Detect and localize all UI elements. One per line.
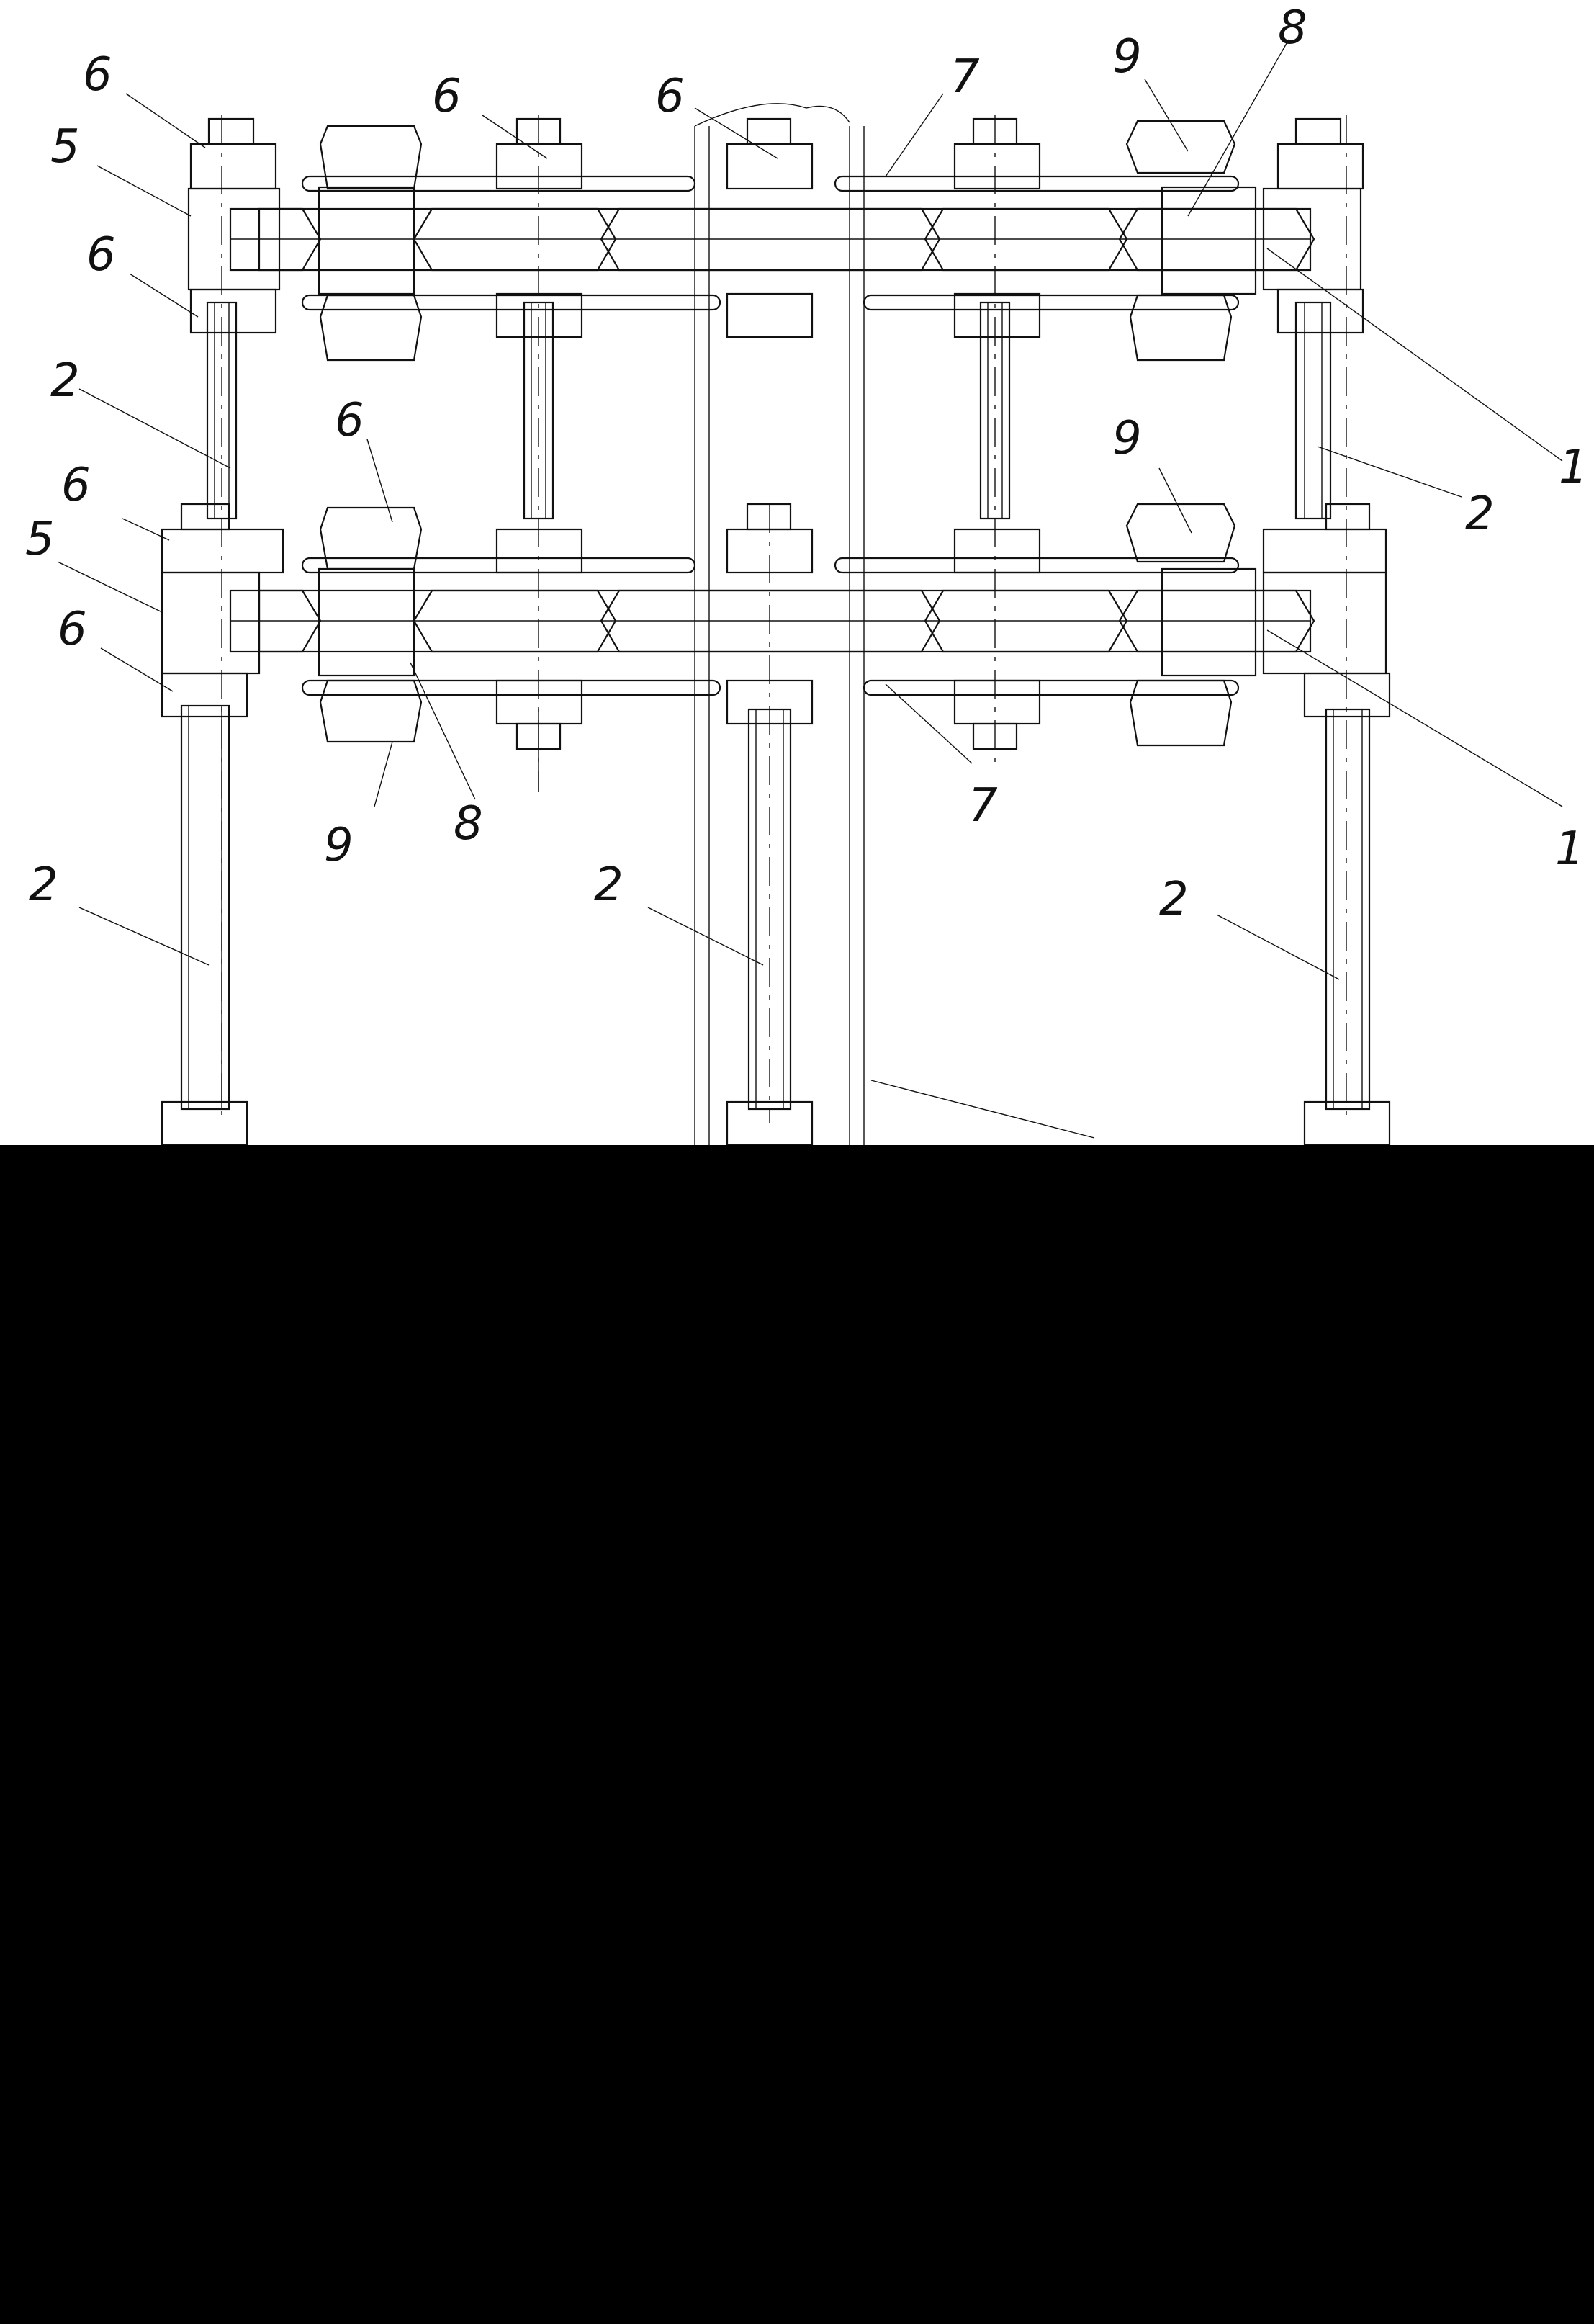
- callout-2: 2: [1159, 873, 1189, 926]
- callout-1: 1: [1555, 822, 1585, 876]
- callout-6: 6: [335, 394, 364, 447]
- redacted-region: [0, 1145, 1594, 2324]
- callout-5: 5: [50, 120, 80, 174]
- callout-6: 6: [58, 603, 87, 656]
- callout-6: 6: [655, 70, 685, 123]
- callout-6: 6: [83, 48, 112, 102]
- callout-6: 6: [61, 459, 91, 512]
- callout-9: 9: [324, 819, 354, 872]
- leader-lines: [57, 39, 1563, 1139]
- callout-6: 6: [86, 228, 116, 282]
- callout-8: 8: [1278, 1, 1307, 55]
- callout-7: 7: [968, 779, 998, 833]
- threaded-rods: [161, 115, 1391, 1147]
- callout-2: 2: [1465, 488, 1495, 541]
- callout-6: 6: [432, 70, 461, 123]
- callouts: 6 5 6 2 6 6 7 9 8 1 2 6 9 6 5 6 9 8 7 1 …: [25, 1, 1588, 926]
- callout-9: 9: [1112, 30, 1142, 84]
- callout-8: 8: [454, 797, 483, 851]
- upper-tier: [187, 117, 1364, 362]
- lower-tier: [161, 503, 1391, 750]
- callout-2: 2: [594, 858, 623, 912]
- callout-2: 2: [50, 354, 80, 408]
- callout-5: 5: [25, 513, 55, 566]
- callout-2: 2: [29, 858, 58, 912]
- central-guide: [694, 103, 865, 1145]
- callout-1: 1: [1559, 441, 1588, 494]
- callout-7: 7: [950, 50, 980, 104]
- callout-9: 9: [1112, 412, 1142, 465]
